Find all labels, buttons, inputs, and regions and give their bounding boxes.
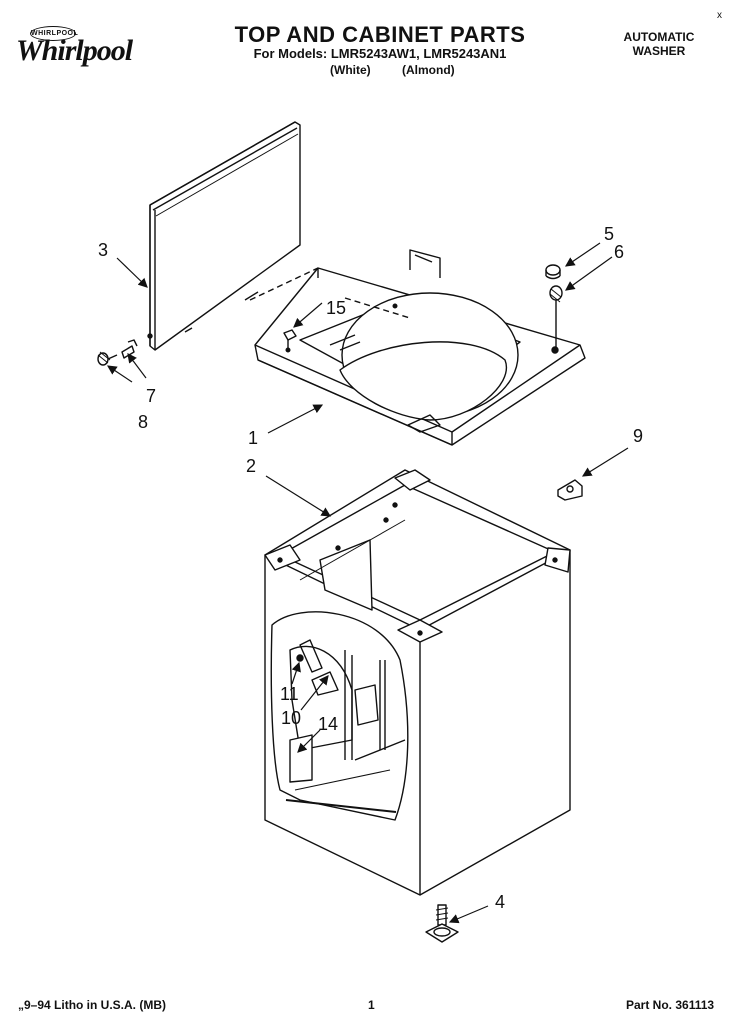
hinge-hardware — [97, 339, 138, 366]
bracket-part — [557, 479, 583, 501]
callout-14: 14 — [318, 714, 338, 734]
callout-leaders — [107, 242, 629, 924]
lid-part — [147, 121, 301, 351]
callout-11: 11 — [280, 684, 299, 704]
bolt-and-grommet — [545, 264, 563, 350]
callout-4: 4 — [495, 892, 505, 912]
page-title: TOP AND CABINET PARTS — [234, 22, 526, 47]
variant-white: (White) — [330, 63, 371, 77]
frame-clip — [283, 329, 297, 348]
cabinet-part — [264, 469, 571, 896]
product-line2: WASHER — [632, 44, 686, 58]
corner-mark: x — [717, 10, 722, 21]
logo-badge: WHIRLPOOL — [30, 26, 78, 41]
whirlpool-logo: WHIRLPOOL Whirlpool — [16, 26, 156, 76]
callout-2: 2 — [246, 456, 256, 476]
callout-7: 7 — [146, 386, 156, 406]
callout-15: 15 — [326, 298, 346, 318]
model-numbers: For Models: LMR5243AW1, LMR5243AN1 — [253, 46, 507, 61]
product-type: AUTOMATIC WASHER — [604, 30, 714, 58]
leveling-leg-part — [425, 904, 459, 943]
color-variants: (White) (Almond) — [330, 63, 455, 77]
callout-10: 10 — [281, 708, 301, 728]
product-line1: AUTOMATIC — [623, 30, 695, 44]
callout-3: 3 — [98, 240, 108, 260]
footer-page-number: 1 — [368, 998, 375, 1012]
callout-1: 1 — [248, 428, 258, 448]
footer-part-number: Part No. 361113 — [626, 998, 715, 1012]
variant-almond: (Almond) — [402, 63, 455, 77]
logo-wordmark: Whirlpool — [16, 34, 133, 67]
footer-litho: „9–94 Litho in U.S.A. (MB) — [18, 998, 167, 1012]
callout-8: 8 — [138, 412, 148, 432]
callout-6: 6 — [614, 242, 624, 262]
callout-5: 5 — [604, 224, 614, 244]
top-frame-part — [249, 249, 586, 446]
callout-9: 9 — [633, 426, 643, 446]
